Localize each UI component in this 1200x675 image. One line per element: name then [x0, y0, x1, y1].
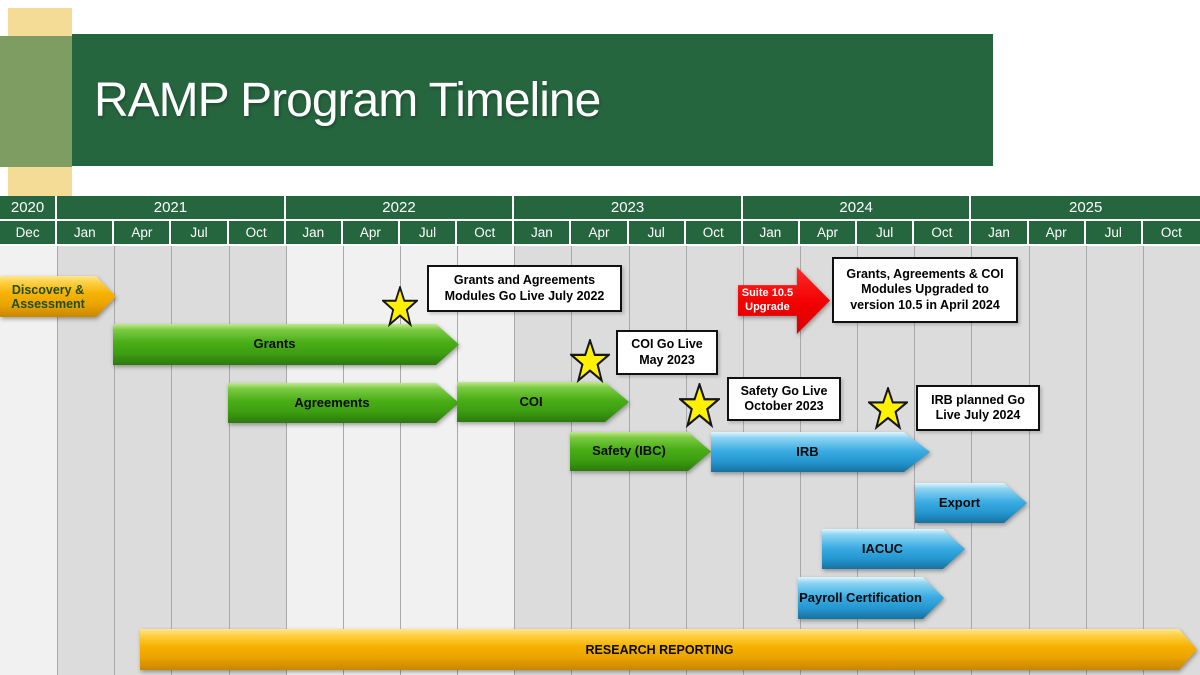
year-header-2022: 2022 [285, 196, 515, 219]
timeline-column [57, 246, 115, 675]
month-header-2023-apr: Apr [571, 221, 629, 244]
month-header-2022-oct: Oct [457, 221, 515, 244]
timeline-column [628, 246, 686, 675]
month-header-2024-jul: Jul [857, 221, 915, 244]
timeline-column [399, 246, 458, 675]
timeline-column [857, 246, 915, 675]
month-header-2024-apr: Apr [799, 221, 858, 244]
timeline-column [514, 246, 572, 675]
month-header-2025-jul: Jul [1085, 221, 1143, 244]
timeline-column [914, 246, 972, 675]
timeline-column [171, 246, 229, 675]
timeline-column [1085, 246, 1143, 675]
timeline-column [285, 246, 343, 675]
year-header-2023: 2023 [514, 196, 743, 219]
timeline-column [342, 246, 400, 675]
timeline-column [971, 246, 1029, 675]
timeline-column [228, 246, 286, 675]
month-header-2023-oct: Oct [685, 221, 743, 244]
month-header-2020-dec: Dec [0, 221, 58, 244]
month-header-2023-jan: Jan [514, 221, 572, 244]
year-header-2024: 2024 [742, 196, 972, 219]
month-header-2024-oct: Oct [914, 221, 972, 244]
month-header-2022-jan: Jan [285, 221, 343, 244]
timeline-column [0, 246, 58, 675]
timeline-column [1028, 246, 1086, 675]
chart-column-stripes [0, 246, 1200, 675]
title-banner: RAMP Program Timeline [72, 34, 993, 166]
year-header-2025: 2025 [971, 196, 1200, 219]
year-header-2020: 2020 [0, 196, 58, 219]
month-header-2025-jan: Jan [971, 221, 1029, 244]
year-header-2021: 2021 [57, 196, 286, 219]
month-header-2021-apr: Apr [114, 221, 172, 244]
timeline-column [742, 246, 800, 675]
timeline-column [1142, 246, 1200, 675]
month-header-2022-apr: Apr [342, 221, 400, 244]
month-header-2022-jul: Jul [399, 221, 458, 244]
month-header-2021-oct: Oct [228, 221, 286, 244]
slide-title: RAMP Program Timeline [94, 73, 601, 127]
month-header-2025-apr: Apr [1028, 221, 1086, 244]
timeline-column [571, 246, 629, 675]
month-header-2021-jul: Jul [171, 221, 229, 244]
month-header-2024-jan: Jan [742, 221, 800, 244]
sage-accent-square [0, 36, 72, 167]
month-header-2025-oct: Oct [1142, 221, 1200, 244]
month-header-2021-jan: Jan [57, 221, 115, 244]
timeline-column [457, 246, 515, 675]
timeline-column [799, 246, 858, 675]
timeline-column [114, 246, 172, 675]
month-header-2023-jul: Jul [628, 221, 686, 244]
timeline-column [685, 246, 743, 675]
